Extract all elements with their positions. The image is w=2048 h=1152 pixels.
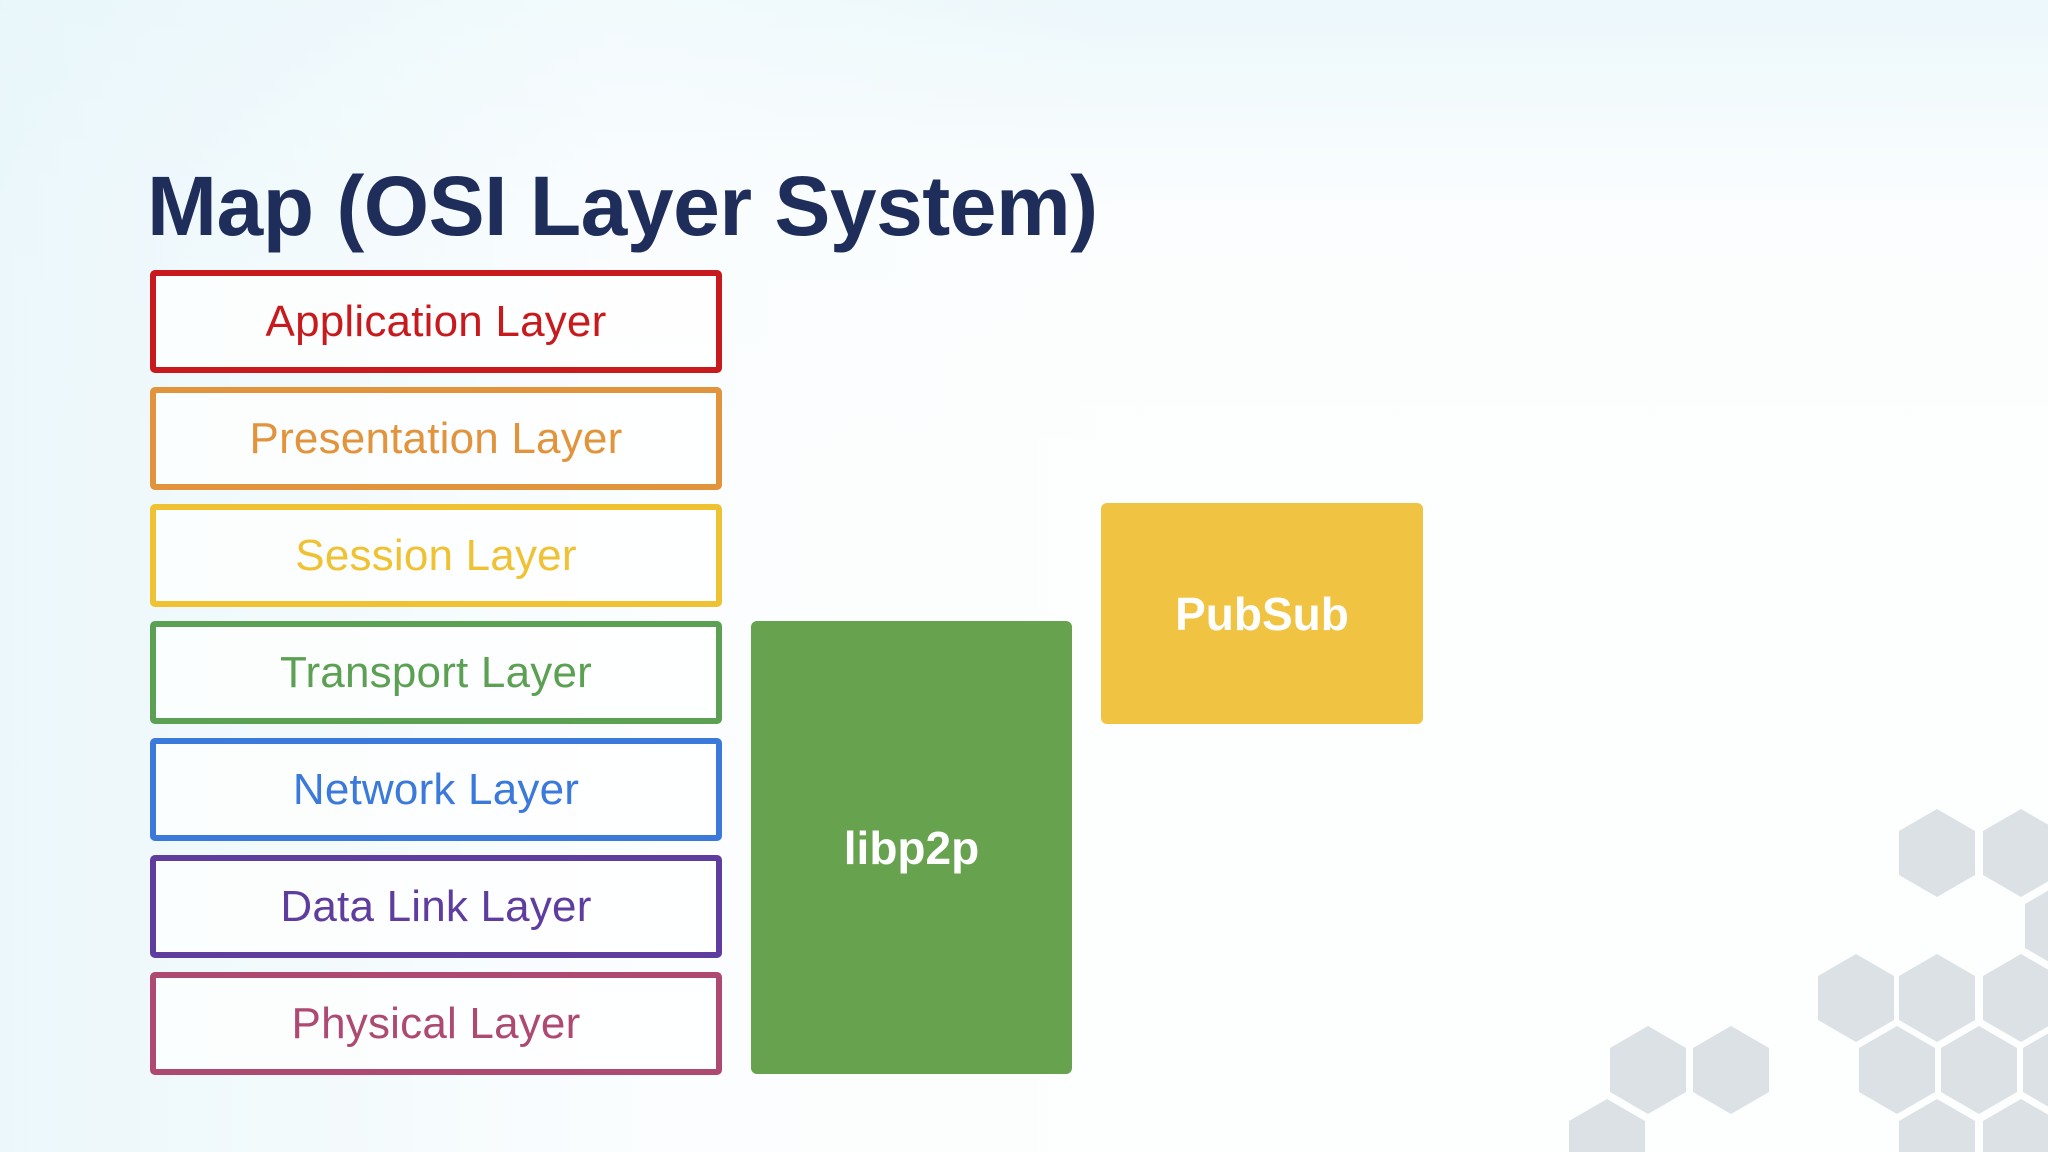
hexagon (1899, 1099, 1975, 1152)
hexagon (2023, 1033, 2048, 1107)
osi-layer-physical: Physical Layer (150, 972, 722, 1075)
hexagon (1818, 954, 1894, 1042)
osi-layer-session: Session Layer (150, 504, 722, 607)
pubsub-box: PubSub (1101, 503, 1423, 724)
osi-layer-transport-label: Transport Layer (280, 647, 592, 697)
osi-layer-datalink: Data Link Layer (150, 855, 722, 958)
hexagon (1610, 1026, 1686, 1114)
hexagon (1693, 1026, 1769, 1114)
hexagon (1941, 1026, 2017, 1114)
osi-layer-presentation-label: Presentation Layer (249, 413, 623, 463)
hexagon (1983, 809, 2048, 897)
osi-layer-datalink-label: Data Link Layer (280, 881, 592, 931)
osi-layer-network: Network Layer (150, 738, 722, 841)
osi-layer-application-label: Application Layer (265, 296, 607, 346)
hexagon (1859, 1026, 1935, 1114)
hexagon (1569, 1099, 1645, 1152)
hexagon (1899, 954, 1975, 1042)
hexagon (1899, 809, 1975, 897)
osi-layer-session-label: Session Layer (295, 530, 577, 580)
libp2p-label: libp2p (843, 821, 980, 874)
osi-layer-network-label: Network Layer (292, 764, 580, 814)
hexagon (2025, 890, 2048, 962)
osi-layer-application: Application Layer (150, 270, 722, 373)
slide-title: Map (OSI Layer System) (147, 159, 1098, 254)
hexagon (1983, 954, 2048, 1042)
pubsub-label: PubSub (1175, 587, 1349, 640)
osi-layer-physical-label: Physical Layer (291, 998, 581, 1048)
osi-layer-presentation: Presentation Layer (150, 387, 722, 490)
hexagon (1983, 1099, 2048, 1152)
osi-layer-transport: Transport Layer (150, 621, 722, 724)
libp2p-box: libp2p (751, 621, 1072, 1074)
